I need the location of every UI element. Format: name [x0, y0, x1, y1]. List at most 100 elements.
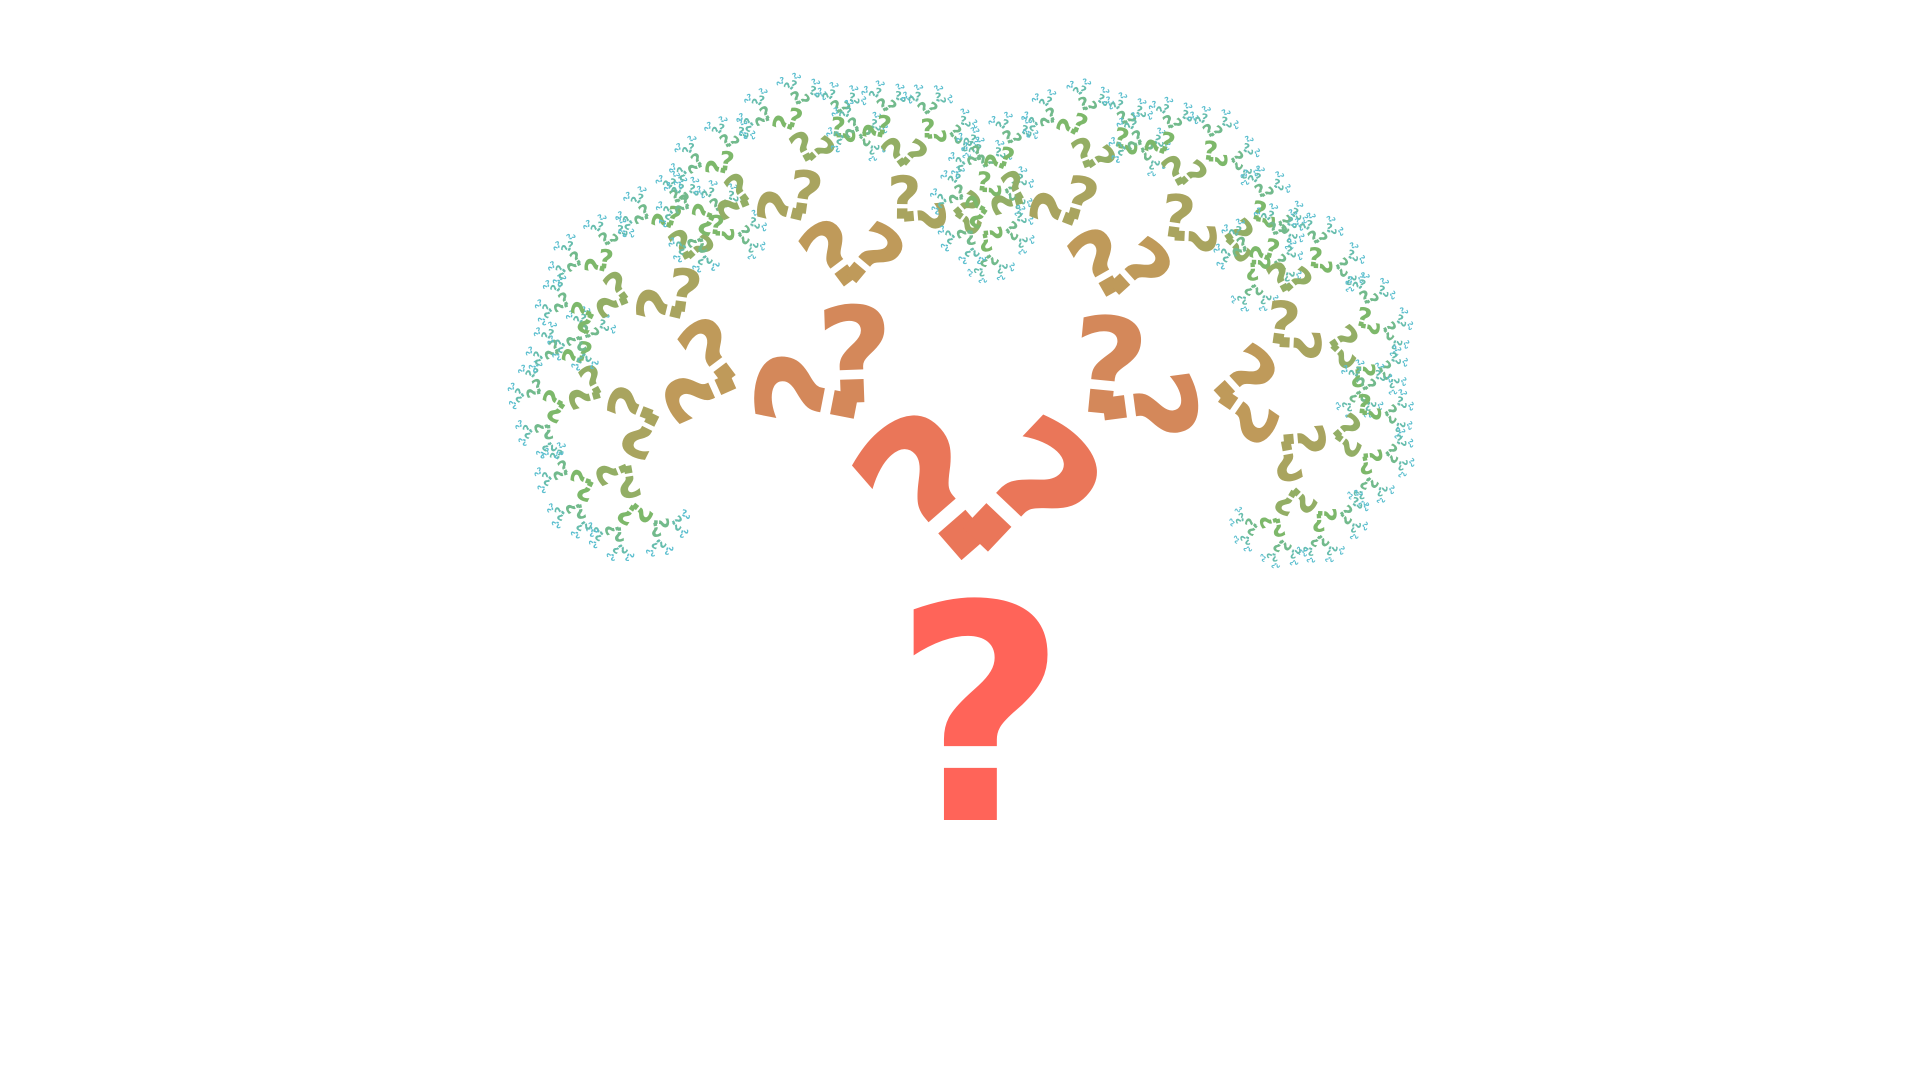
question-mark-glyph: ? — [972, 265, 985, 275]
question-mark-glyph: ? — [1337, 547, 1345, 557]
question-mark-glyph: ? — [573, 331, 589, 356]
question-mark-glyph: ? — [1220, 122, 1233, 129]
question-mark-glyph: ? — [1305, 217, 1314, 232]
question-mark-glyph: ? — [874, 78, 883, 88]
question-mark-glyph: ? — [616, 228, 627, 234]
question-mark-glyph: ? — [899, 94, 910, 102]
question-mark-glyph: ? — [1251, 166, 1261, 175]
question-mark-glyph: ? — [1026, 128, 1032, 138]
question-mark-glyph: ? — [617, 209, 625, 219]
question-mark-glyph: ? — [964, 225, 977, 249]
question-mark-glyph: ? — [1399, 470, 1409, 479]
question-mark-glyph: ? — [1030, 96, 1041, 102]
question-mark-glyph: ? — [627, 227, 637, 236]
question-mark-glyph: ? — [734, 116, 745, 123]
question-mark-glyph: ? — [686, 134, 695, 144]
question-mark-glyph: ? — [553, 263, 568, 274]
question-mark-glyph: ? — [1270, 296, 1278, 306]
question-mark-glyph: ? — [1230, 296, 1238, 305]
question-mark-glyph: ? — [1069, 79, 1075, 88]
question-mark-glyph: ? — [1339, 368, 1350, 375]
question-mark-glyph: ? — [1400, 359, 1409, 369]
question-mark-glyph: ? — [625, 190, 633, 200]
question-mark-glyph: ? — [934, 205, 940, 215]
question-mark-glyph: ? — [717, 121, 726, 136]
question-mark-glyph: ? — [1404, 419, 1414, 428]
question-mark-glyph: ? — [1300, 546, 1310, 555]
question-mark-glyph: ? — [1393, 431, 1401, 440]
question-mark-glyph: ? — [1384, 372, 1394, 381]
question-mark-glyph: ? — [1340, 400, 1353, 408]
question-mark-glyph: ? — [1234, 217, 1243, 227]
question-mark-glyph: ? — [1286, 232, 1292, 245]
question-mark-glyph: ? — [1115, 153, 1120, 163]
question-mark-glyph: ? — [859, 89, 870, 96]
question-mark-glyph: ? — [1245, 534, 1251, 547]
question-mark-glyph: ? — [738, 196, 747, 205]
question-mark-glyph: ? — [996, 262, 1010, 270]
question-mark-glyph: ? — [1246, 255, 1275, 271]
question-mark-glyph: ? — [550, 351, 561, 358]
question-mark-glyph: ? — [943, 169, 950, 179]
question-mark-glyph: ? — [938, 173, 949, 179]
question-mark-glyph: ? — [1394, 421, 1402, 435]
question-mark-glyph: ? — [1003, 110, 1011, 120]
question-mark-glyph: ? — [1346, 247, 1357, 262]
question-mark-glyph: ? — [748, 132, 757, 141]
question-mark-glyph: ? — [536, 316, 547, 322]
question-mark-glyph: ? — [827, 125, 836, 135]
question-mark-glyph: ? — [1353, 364, 1362, 379]
question-mark-glyph: ? — [676, 253, 683, 264]
question-mark-glyph: ? — [968, 269, 976, 278]
question-mark-glyph: ? — [613, 522, 626, 546]
question-mark-glyph: ? — [736, 124, 745, 139]
question-mark-glyph: ? — [1325, 228, 1338, 235]
question-mark-glyph: ? — [962, 108, 972, 117]
question-mark-glyph: ? — [700, 157, 734, 179]
question-mark-glyph: ? — [690, 263, 701, 270]
question-mark-glyph: ? — [829, 143, 840, 150]
question-mark-glyph: ? — [558, 442, 568, 451]
question-mark-glyph: ? — [978, 265, 986, 279]
question-mark-glyph: ? — [605, 552, 616, 558]
question-mark-glyph: ? — [791, 71, 799, 81]
question-mark-glyph: ? — [807, 83, 818, 98]
question-mark-glyph: ? — [960, 140, 969, 154]
question-mark-glyph: ? — [572, 499, 588, 524]
question-mark-glyph: ? — [1295, 253, 1304, 263]
question-mark-glyph: ? — [1388, 289, 1398, 298]
question-mark-glyph: ? — [846, 99, 856, 108]
question-mark-glyph: ? — [1082, 77, 1089, 87]
question-mark-glyph: ? — [1268, 201, 1276, 211]
question-mark-glyph: ? — [1257, 166, 1267, 174]
question-mark-glyph: ? — [546, 326, 555, 341]
question-mark-glyph: ? — [1296, 232, 1306, 240]
question-mark-glyph: ? — [1347, 492, 1355, 501]
question-mark-glyph: ? — [974, 141, 983, 156]
question-mark-glyph: ? — [1242, 544, 1251, 553]
question-mark-glyph: ? — [747, 241, 761, 249]
question-mark-glyph: ? — [1395, 426, 1404, 436]
question-mark-glyph: ? — [1357, 447, 1387, 464]
question-mark-glyph: ? — [1284, 243, 1295, 258]
question-mark-glyph: ? — [1374, 375, 1387, 382]
question-mark-glyph: ? — [912, 82, 921, 92]
question-mark-glyph: ? — [1021, 129, 1031, 134]
question-mark-glyph: ? — [889, 198, 958, 237]
question-mark-glyph: ? — [549, 259, 558, 269]
question-mark-glyph: ? — [1062, 287, 1154, 449]
question-mark-glyph: ? — [600, 310, 608, 320]
question-mark-glyph: ? — [945, 97, 955, 106]
question-mark-glyph: ? — [863, 84, 871, 94]
question-mark-glyph: ? — [639, 186, 649, 195]
question-mark-glyph: ? — [596, 212, 605, 222]
question-mark-glyph: ? — [959, 145, 970, 152]
question-mark-glyph: ? — [1362, 410, 1371, 419]
question-mark-glyph: ? — [1256, 206, 1263, 216]
question-mark-glyph: ? — [874, 111, 893, 143]
question-mark-glyph: ? — [869, 154, 878, 163]
question-mark-glyph: ? — [1289, 212, 1303, 221]
question-mark-glyph: ? — [976, 227, 995, 257]
question-mark-glyph: ? — [1308, 259, 1337, 275]
question-mark-glyph: ? — [1235, 293, 1248, 301]
